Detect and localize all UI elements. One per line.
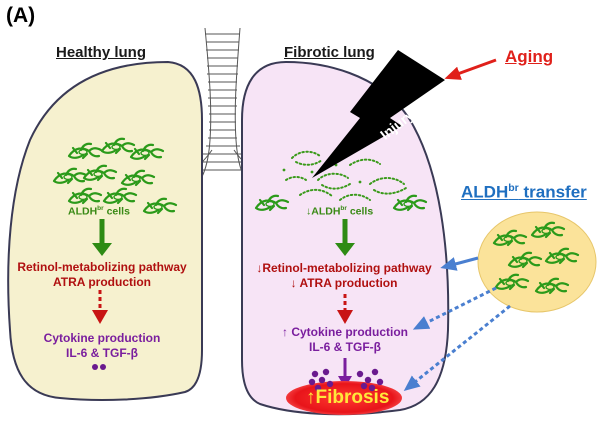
healthy-pathway-line1: Retinol-metabolizing pathway [17, 260, 187, 274]
aging-label: Aging [505, 47, 554, 66]
fibrotic-cytokine-label: ↑ Cytokine production IL-6 & TGF-β [262, 325, 428, 355]
fibrotic-pathway-label: ↓Retinol-metabolizing pathway ↓ ATRA pro… [252, 261, 436, 291]
healthy-lung-shape [7, 60, 203, 401]
damaged-cells [282, 150, 407, 201]
healthy-pathway-line2: ATRA production [53, 275, 151, 289]
transfer-arrow-cytokine [412, 286, 497, 330]
aldh-transfer-label: ALDHbr transfer [461, 182, 587, 202]
fibrosis-label: ↑Fibrosis [306, 387, 390, 408]
healthy-cytokine-label: Cytokine production IL-6 & TGF-β [24, 331, 180, 361]
healthy-cytokine-line1: Cytokine production [43, 331, 161, 345]
fibrotic-red-arrowhead [337, 310, 353, 324]
fibrotic-pathway-line1: ↓Retinol-metabolizing pathway [256, 261, 432, 275]
fibrosis-cytokine-dots [308, 368, 384, 392]
healthy-green-arrowhead [92, 243, 112, 256]
transfer-arrow-fibrosis [403, 304, 511, 391]
healthy-lung-title: Healthy lung [56, 44, 147, 61]
healthy-cells-label: ALDHbr cells [68, 205, 130, 218]
fibrotic-pathway-line2: ↓ ATRA production [290, 276, 398, 290]
healthy-red-arrowhead [92, 310, 108, 324]
panel-label: (A) [6, 4, 36, 27]
fibrotic-cytokine-line2: IL-6 & TGF-β [309, 340, 381, 354]
fibrotic-lung-title: Fibrotic lung [284, 44, 375, 61]
healthy-pathway-label: Retinol-metabolizing pathway ATRA produc… [14, 260, 190, 290]
healthy-cytokine-line2: IL-6 & TGF-β [66, 346, 138, 360]
cytokine-dots-icon [92, 364, 106, 370]
fibrotic-green-arrowhead [335, 243, 355, 256]
aging-arrow [444, 58, 497, 80]
lightning-bolt-icon [312, 50, 445, 178]
fibrotic-cells-label: ↓ALDHbr cells [306, 205, 374, 218]
transfer-arrow-pathway [440, 256, 479, 271]
fibrotic-cytokine-line1: ↑ Cytokine production [282, 325, 408, 339]
